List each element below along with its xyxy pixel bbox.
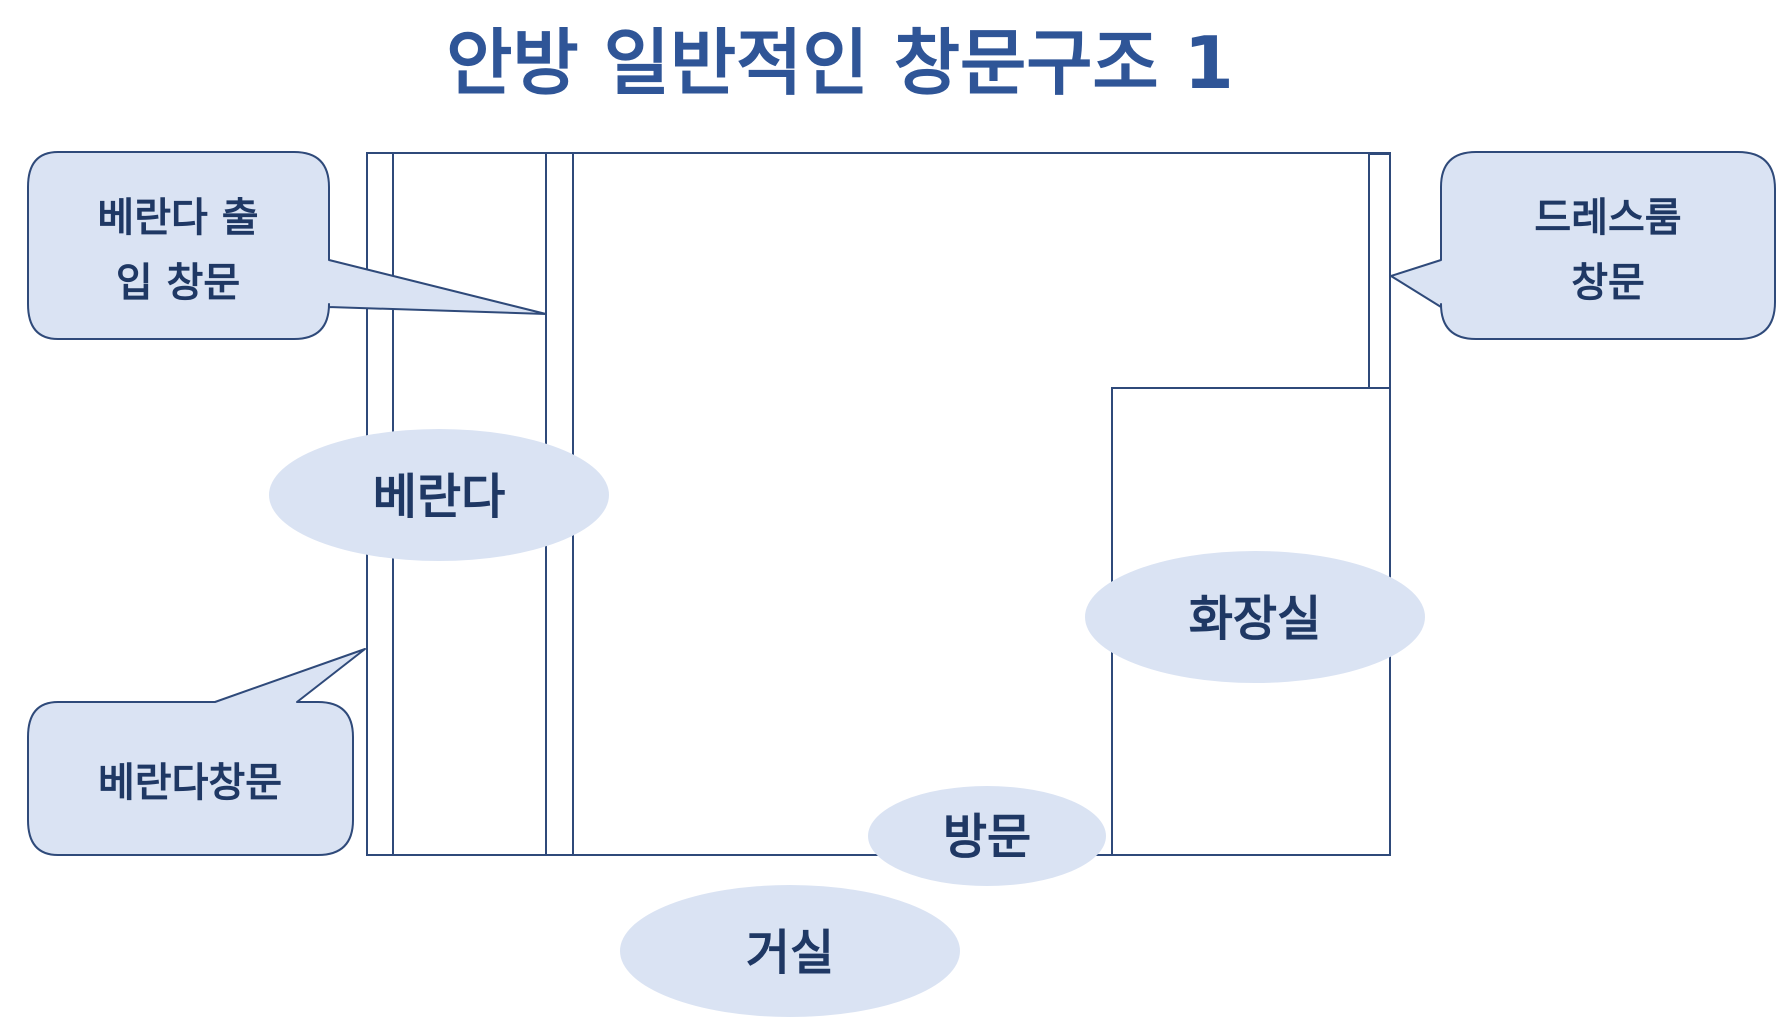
callout-text-line2: 창문 [1571, 260, 1645, 306]
area-label-bathroom: 화장실 [1085, 551, 1425, 683]
area-label-text: 방문 [943, 809, 1031, 865]
callout-text-line1: 드레스룸 [1534, 195, 1681, 241]
area-label-balcony: 베란다 [269, 429, 609, 561]
label-ellipse [868, 786, 1106, 886]
callout-bubble [1390, 151, 1776, 340]
dressroom-window-strip [1368, 153, 1391, 389]
area-label-text: 거실 [746, 925, 834, 981]
label-ellipse [620, 885, 960, 1017]
callout-text-line2: 입 창문 [116, 260, 240, 306]
label-ellipse [269, 429, 609, 561]
area-label-text: 화장실 [1189, 591, 1321, 647]
callout-text-line1: 베란다 출 [97, 195, 258, 241]
area-label-text: 베란다 [373, 469, 505, 525]
area-label-room-door: 방문 [868, 786, 1106, 886]
callout-text-line1: 베란다창문 [98, 760, 282, 806]
callout-balcony-entry-window: 베란다 출 입 창문 [27, 151, 547, 340]
callout-bubble [27, 648, 366, 856]
diagram-title: 안방 일반적인 창문구조 1 [446, 21, 1234, 105]
label-ellipse [1085, 551, 1425, 683]
callout-balcony-window: 베란다창문 [27, 648, 366, 856]
callout-dressroom-window: 드레스룸 창문 [1390, 151, 1776, 340]
callout-bubble [27, 151, 547, 340]
area-label-living-room: 거실 [620, 885, 960, 1017]
